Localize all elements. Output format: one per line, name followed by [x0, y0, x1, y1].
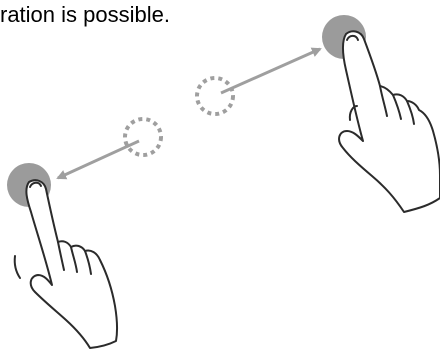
arrow-icon	[58, 141, 139, 178]
arrow-icon	[221, 49, 320, 93]
start-circle-icon	[197, 78, 233, 114]
start-circle-icon	[125, 119, 161, 155]
right-hand-touch-icon	[339, 31, 440, 212]
left-hand-touch-icon	[15, 180, 117, 348]
